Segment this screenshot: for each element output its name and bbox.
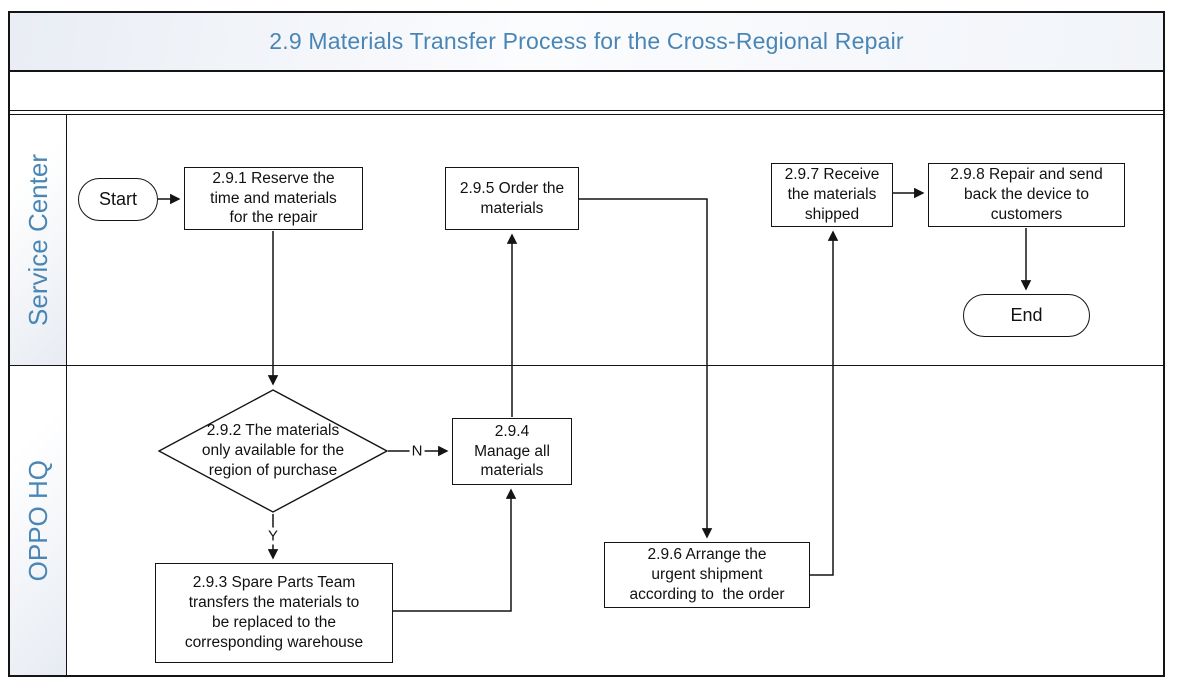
page-title: 2.9 Materials Transfer Process for the C… bbox=[269, 28, 904, 54]
flowchart-frame: 2.9 Materials Transfer Process for the C… bbox=[8, 11, 1165, 677]
lane-service-center: Service Center bbox=[10, 115, 1163, 366]
separator-band bbox=[10, 111, 1163, 115]
empty-band bbox=[10, 72, 1163, 111]
lane-oppo-hq-label: OPPO HQ bbox=[22, 459, 53, 582]
lane-service-center-header: Service Center bbox=[10, 115, 67, 365]
lane-oppo-hq-header: OPPO HQ bbox=[10, 366, 67, 675]
lane-service-center-label: Service Center bbox=[22, 154, 53, 326]
title-band: 2.9 Materials Transfer Process for the C… bbox=[10, 13, 1163, 72]
lane-service-center-content bbox=[67, 115, 1163, 365]
lane-oppo-hq-content bbox=[67, 366, 1163, 675]
lane-oppo-hq: OPPO HQ bbox=[10, 366, 1163, 675]
